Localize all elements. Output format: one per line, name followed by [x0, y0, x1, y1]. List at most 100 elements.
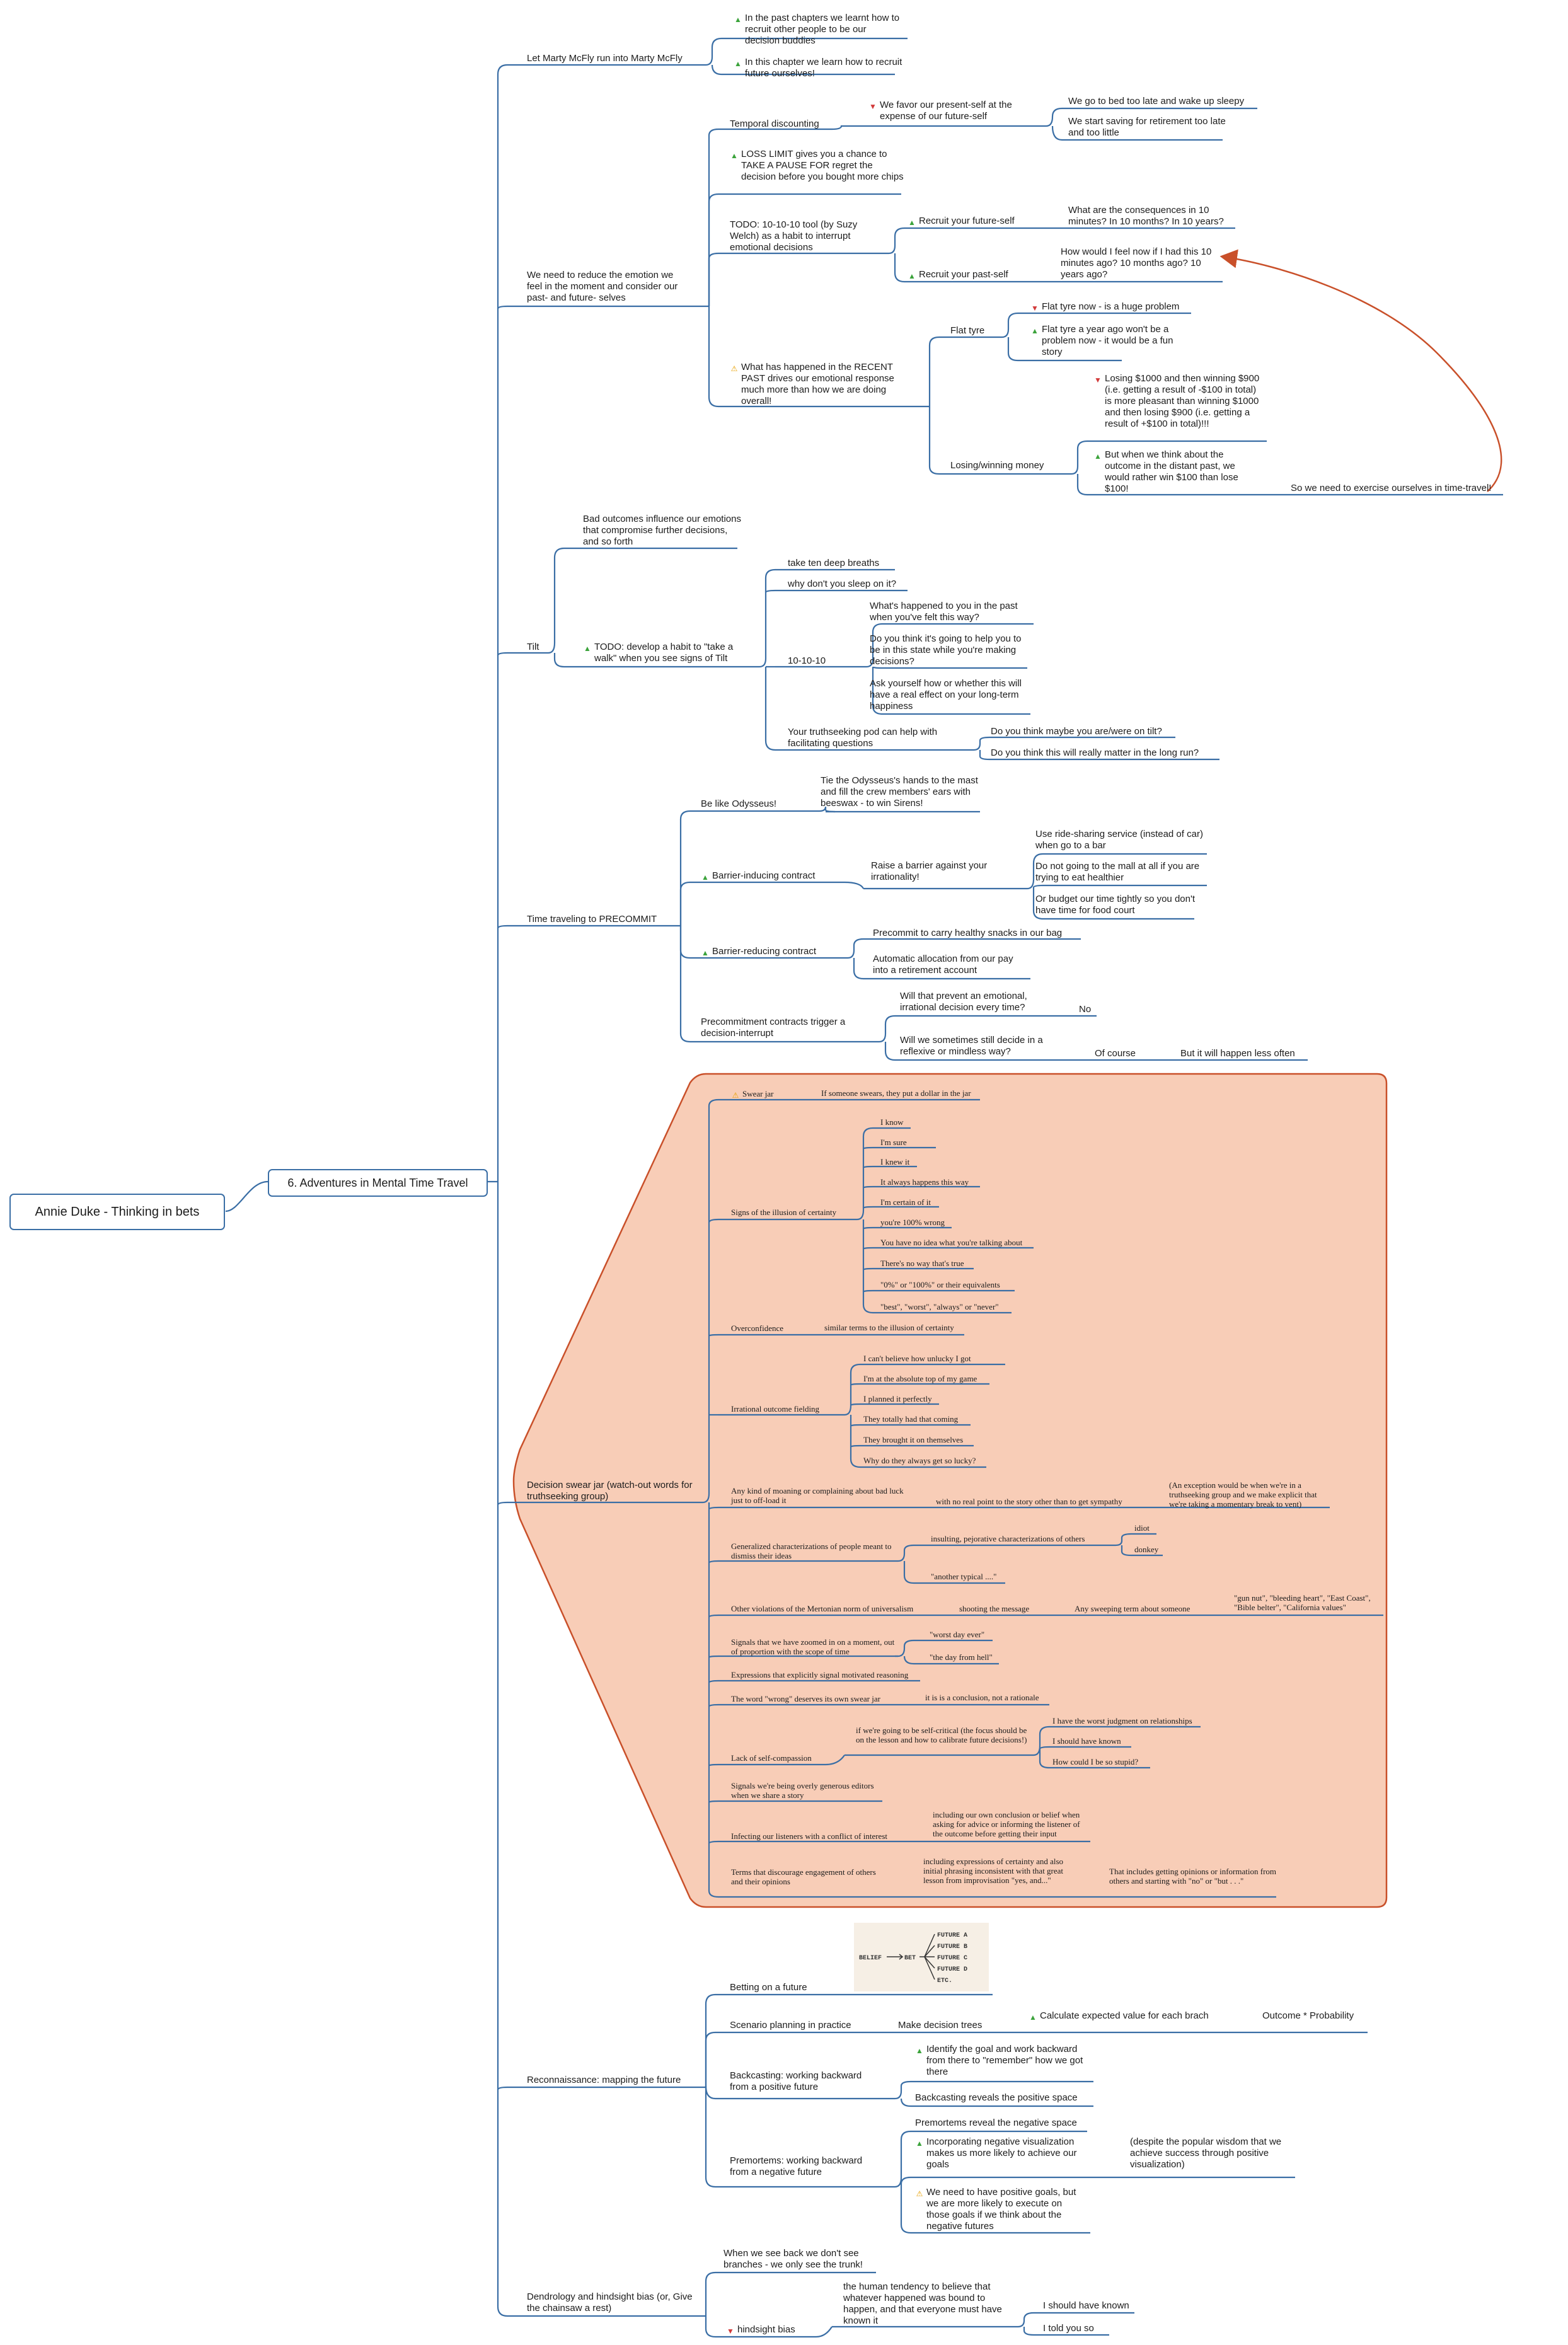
outcome-probability[interactable]: Outcome * Probability	[1262, 2010, 1354, 2021]
no-mall[interactable]: Do not going to the mall at all if you a…	[1035, 861, 1200, 883]
sweeping-examples[interactable]: "gun nut", "bleeding heart", "East Coast…	[1234, 1593, 1371, 1612]
infecting-listeners[interactable]: Infecting our listeners with a conflict …	[731, 1831, 888, 1841]
shooting-message[interactable]: shooting the message	[959, 1604, 1030, 1613]
tilt-q3[interactable]: Ask yourself how or whether this will ha…	[870, 678, 1022, 712]
moaning-exception[interactable]: (An exception would be when we're in a t…	[1169, 1480, 1317, 1509]
prevent-question[interactable]: Will that prevent an emotional, irration…	[900, 991, 1027, 1013]
decision-trees[interactable]: Make decision trees	[898, 2020, 983, 2031]
self-compassion-detail[interactable]: if we're going to be self-critical (the …	[856, 1726, 1027, 1744]
irrational-outcome-fielding[interactable]: Irrational outcome fielding	[731, 1404, 820, 1414]
favor-present[interactable]: ▼We favor our present-self at the expens…	[869, 100, 1012, 122]
chapter-node[interactable]: 6. Adventures in Mental Time Travel	[268, 1169, 488, 1197]
auto-allocation[interactable]: Automatic allocation from our pay into a…	[873, 954, 1013, 976]
odysseus-detail[interactable]: Tie the Odysseus's hands to the mast and…	[821, 775, 978, 809]
tilt-q1[interactable]: What's happened to you in the past when …	[870, 601, 1018, 623]
ride-sharing[interactable]: Use ride-sharing service (instead of car…	[1035, 829, 1203, 851]
tilt-bad-outcomes[interactable]: Bad outcomes influence our emotions that…	[583, 514, 741, 547]
sleep-on-it[interactable]: why don't you sleep on it?	[788, 579, 897, 589]
signs-item[interactable]: It always happens this way	[880, 1177, 969, 1187]
worst-day[interactable]: "worst day ever"	[930, 1630, 985, 1639]
answer-no[interactable]: No	[1079, 1004, 1092, 1015]
infecting-detail[interactable]: including our own conclusion or belief w…	[933, 1810, 1080, 1838]
tilt-title[interactable]: Tilt	[527, 642, 539, 652]
i-should-have-known[interactable]: I should have known	[1043, 2300, 1129, 2311]
signs-item[interactable]: you're 100% wrong	[880, 1218, 945, 1227]
tilt-10-10-10[interactable]: 10-10-10	[788, 655, 826, 666]
swear-jar-title[interactable]: Decision swear jar (watch-out words for …	[527, 1480, 693, 1502]
hindsight-bias[interactable]: ▼hindsight bias	[727, 2324, 795, 2336]
retire-late[interactable]: We start saving for retirement too late …	[1068, 116, 1226, 138]
word-wrong[interactable]: The word "wrong" deserves its own swear …	[731, 1694, 880, 1703]
should-have-known[interactable]: I should have known	[1052, 1736, 1121, 1746]
signs-item[interactable]: "0%" or "100%" or their equivalents	[880, 1280, 1000, 1289]
barrier-inducing[interactable]: ▲Barrier-inducing contract	[701, 870, 816, 882]
moaning-detail[interactable]: with no real point to the story other th…	[936, 1497, 1122, 1506]
hindsight-definition[interactable]: the human tendency to believe that whate…	[843, 2281, 1002, 2326]
popular-wisdom[interactable]: (despite the popular wisdom that we achi…	[1130, 2136, 1282, 2170]
i-told-you-so[interactable]: I told you so	[1043, 2323, 1094, 2334]
signs-item[interactable]: I knew it	[880, 1157, 910, 1167]
only-trunk[interactable]: When we see back we don't see branches -…	[723, 2248, 863, 2270]
signs-item[interactable]: I'm certain of it	[880, 1197, 931, 1207]
marty-now[interactable]: ▲In this chapter we learn how to recruit…	[734, 57, 902, 79]
reconnaissance-title[interactable]: Reconnaissance: mapping the future	[527, 2075, 681, 2085]
backcasting[interactable]: Backcasting: working backward from a pos…	[730, 2070, 862, 2092]
motivated-reasoning[interactable]: Expressions that explicitly signal motiv…	[731, 1670, 909, 1680]
positive-space[interactable]: Backcasting reveals the positive space	[915, 2092, 1078, 2103]
irr-item[interactable]: I planned it perfectly	[863, 1394, 932, 1403]
tilt-q2[interactable]: Do you think it's going to help you to b…	[870, 633, 1022, 667]
deep-breaths[interactable]: take ten deep breaths	[788, 558, 880, 568]
signs-item[interactable]: There's no way that's true	[880, 1259, 964, 1268]
so-stupid[interactable]: How could I be so stupid?	[1052, 1757, 1139, 1766]
root-node[interactable]: Annie Duke - Thinking in bets	[9, 1194, 225, 1230]
backcasting-identify[interactable]: ▲Identify the goal and work backward fro…	[916, 2044, 1083, 2077]
irr-item[interactable]: They totally had that coming	[863, 1414, 959, 1424]
pod-q2[interactable]: Do you think this will really matter in …	[991, 747, 1199, 758]
another-typical[interactable]: "another typical ...."	[931, 1572, 997, 1581]
pod-q1[interactable]: Do you think maybe you are/were on tilt?	[991, 726, 1162, 737]
truthseeking-pod[interactable]: Your truthseeking pod can help with faci…	[788, 727, 938, 749]
loss-limit[interactable]: ▲LOSS LIMIT gives you a chance to TAKE A…	[730, 149, 904, 182]
raise-barrier[interactable]: Raise a barrier against your irrationali…	[871, 860, 988, 882]
irr-item[interactable]: Why do they always get so lucky?	[863, 1456, 976, 1465]
overconfidence-detail[interactable]: similar terms to the illusion of certain…	[824, 1323, 954, 1332]
irr-item[interactable]: They brought it on themselves	[863, 1435, 964, 1444]
negative-space[interactable]: Premortems reveal the negative space	[915, 2117, 1077, 2128]
self-compassion[interactable]: Lack of self-compassion	[731, 1753, 812, 1763]
irr-item[interactable]: I can't believe how unlucky I got	[863, 1354, 971, 1363]
still-question[interactable]: Will we sometimes still decide in a refl…	[900, 1035, 1043, 1057]
less-often[interactable]: But it will happen less often	[1180, 1048, 1295, 1059]
signs-item[interactable]: I know	[880, 1117, 904, 1127]
irr-item[interactable]: I'm at the absolute top of my game	[863, 1374, 977, 1383]
recruit-future-self[interactable]: ▲Recruit your future-self	[908, 216, 1015, 227]
generous-editors[interactable]: Signals we're being overly generous edit…	[731, 1781, 874, 1800]
word-wrong-detail[interactable]: it is is a conclusion, not a rationale	[925, 1693, 1039, 1702]
donkey[interactable]: donkey	[1134, 1545, 1159, 1554]
losing-b[interactable]: ▲But when we think about the outcome in …	[1094, 449, 1238, 494]
swear-jar[interactable]: ⚠Swear jar	[732, 1089, 774, 1100]
mertonian-norm[interactable]: Other violations of the Mertonian norm o…	[731, 1604, 914, 1613]
future-question[interactable]: What are the consequences in 10 minutes?…	[1068, 205, 1224, 227]
flat-now[interactable]: ▼Flat tyre now - is a huge problem	[1031, 301, 1180, 313]
healthy-snacks[interactable]: Precommit to carry healthy snacks in our…	[873, 928, 1063, 938]
dendrology-title[interactable]: Dendrology and hindsight bias (or, Give …	[527, 2291, 693, 2313]
tilt-todo[interactable]: ▲TODO: develop a habit to "take a walk" …	[584, 642, 734, 664]
premortems[interactable]: Premortems: working backward from a nega…	[730, 2155, 863, 2177]
bed-late[interactable]: We go to bed too late and wake up sleepy	[1068, 96, 1245, 107]
moaning[interactable]: Any kind of moaning or complaining about…	[731, 1486, 904, 1505]
precommit-title[interactable]: Time traveling to PRECOMMIT	[527, 914, 657, 925]
signs-item[interactable]: I'm sure	[880, 1138, 907, 1147]
losing-winning[interactable]: Losing/winning money	[950, 460, 1044, 471]
discourage-detail[interactable]: including expressions of certainty and a…	[923, 1857, 1064, 1885]
reduce-title[interactable]: We need to reduce the emotion we feel in…	[527, 270, 678, 303]
be-like-odysseus[interactable]: Be like Odysseus!	[701, 798, 777, 809]
discourage-extra[interactable]: That includes getting opinions or inform…	[1109, 1867, 1277, 1886]
recruit-past-self[interactable]: ▲Recruit your past-self	[908, 269, 1008, 280]
illusion-of-certainty[interactable]: Signs of the illusion of certainty	[731, 1207, 837, 1217]
swear-jar-detail[interactable]: If someone swears, they put a dollar in …	[821, 1088, 971, 1098]
budget-time[interactable]: Or budget our time tightly so you don't …	[1035, 894, 1196, 916]
scenario-planning[interactable]: Scenario planning in practice	[730, 2020, 851, 2031]
idiot[interactable]: idiot	[1134, 1523, 1150, 1533]
betting-on-future[interactable]: Betting on a future	[730, 1982, 807, 1993]
discourage-engagement[interactable]: Terms that discourage engagement of othe…	[731, 1867, 876, 1886]
